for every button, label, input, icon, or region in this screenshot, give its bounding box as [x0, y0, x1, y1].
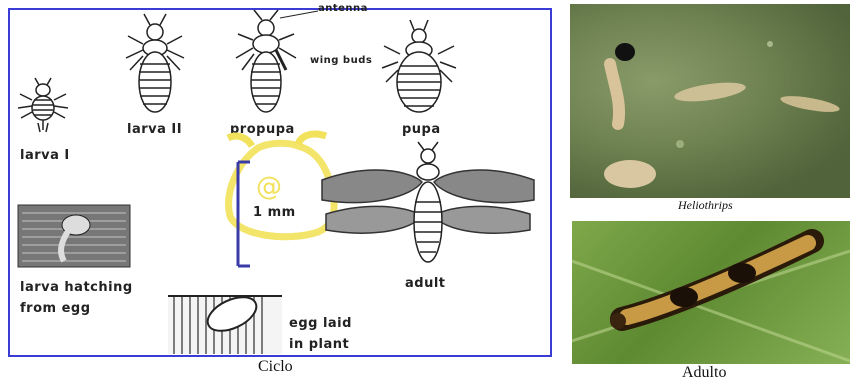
wing-buds-label: wing buds: [310, 55, 372, 66]
larva-1-drawing: [18, 78, 68, 138]
larva-2-drawing: [122, 14, 188, 118]
egg-in-plant-drawing: [168, 290, 282, 354]
scale-label: 1 mm: [253, 205, 296, 220]
propupa-drawing: [232, 10, 300, 118]
larva-hatching-label-line2: from egg: [20, 301, 91, 316]
scale-bar: [234, 160, 254, 270]
larva-1-label: larva I: [20, 148, 70, 163]
heliothrips-photo: [570, 4, 850, 198]
watermark-symbol: @: [256, 172, 283, 202]
larva-hatching-drawing: [18, 205, 130, 267]
diagram-caption: Ciclo: [258, 358, 293, 376]
egg-laid-label-line2: in plant: [289, 337, 349, 352]
adult-drawing: [312, 142, 544, 272]
heliothrips-insects: [570, 4, 850, 198]
adult-thrips-insect: [572, 221, 850, 364]
larva-hatching-label-line1: larva hatching: [20, 280, 133, 295]
adult-label: adult: [405, 276, 446, 291]
larva-2-label: larva II: [127, 122, 182, 137]
antenna-pointer: [280, 8, 320, 20]
antenna-label: antenna: [318, 3, 368, 14]
egg-laid-label-line1: egg laid: [289, 316, 352, 331]
adult-photo: [572, 221, 850, 364]
heliothrips-caption: Heliothrips: [678, 198, 733, 213]
adult-caption: Adulto: [682, 364, 726, 382]
pupa-drawing: [380, 20, 458, 120]
pupa-label: pupa: [402, 122, 441, 137]
